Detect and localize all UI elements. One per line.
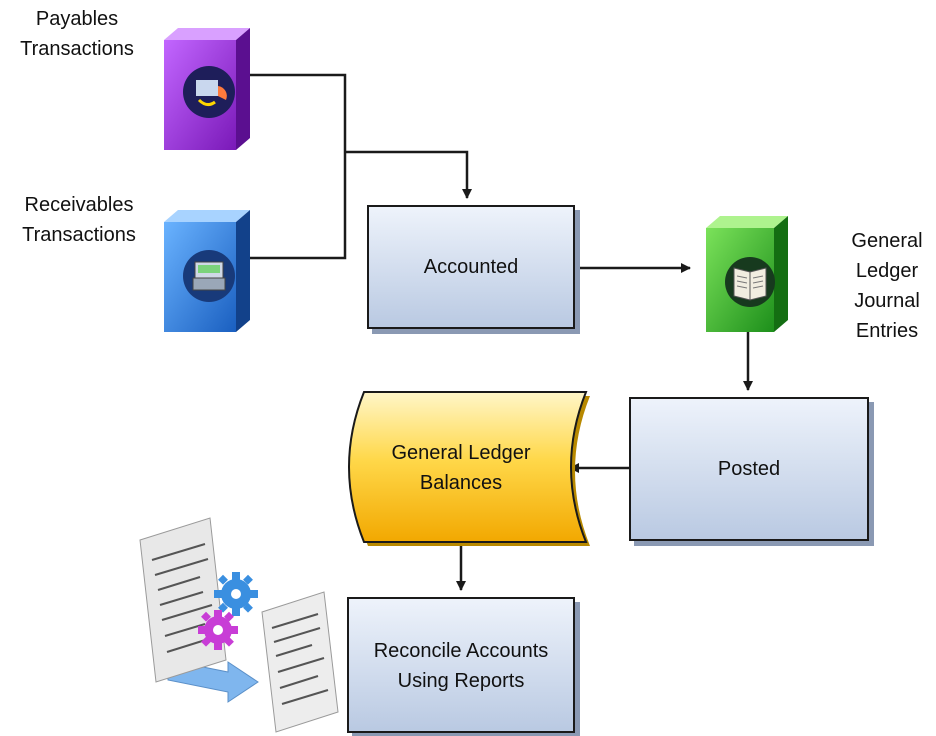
payables-label: Payables Transactions <box>8 4 146 64</box>
connector-payables <box>250 73 347 260</box>
accounted-box <box>367 205 580 334</box>
connectors <box>250 73 753 591</box>
gl-journal-label-line3: Journal <box>854 290 920 312</box>
receivables-label-line1: Receivables <box>24 194 134 216</box>
gl-journal-label-line4: Entries <box>855 320 919 342</box>
reconcile-label: Reconcile Accounts Using Reports <box>348 636 574 696</box>
receivables-label: Receivables Transactions <box>4 190 154 250</box>
payables-book-icon <box>164 28 250 150</box>
reports-gears-icon <box>139 517 339 733</box>
payables-label-line1: Payables <box>35 8 119 30</box>
gl-balances-label: General Ledger Balances <box>348 438 574 498</box>
journal-book-icon <box>706 216 788 332</box>
posted-label: Posted <box>717 458 781 480</box>
payables-label-line2: Transactions <box>20 38 134 60</box>
reconcile-label-line1: Reconcile Accounts <box>373 640 549 662</box>
gl-balances-shape <box>348 391 590 546</box>
reconcile-box <box>347 597 580 736</box>
reconcile-label-line2: Using Reports <box>397 670 525 692</box>
gl-journal-label: General Ledger Journal Entries <box>838 226 936 346</box>
gl-balances-label-line2: Balances <box>419 472 503 494</box>
gear-icon <box>214 572 258 616</box>
accounted-label: Accounted <box>423 256 519 278</box>
gear-icon <box>198 610 238 650</box>
gl-journal-label-line1: General <box>851 230 923 252</box>
gl-journal-label-line2: Ledger <box>855 260 919 282</box>
receivables-label-line2: Transactions <box>22 224 136 246</box>
gl-balances-label-line1: General Ledger <box>391 442 531 464</box>
posted-box <box>629 397 874 546</box>
connector-to-accounted <box>345 150 472 199</box>
receivables-book-icon <box>164 210 250 332</box>
